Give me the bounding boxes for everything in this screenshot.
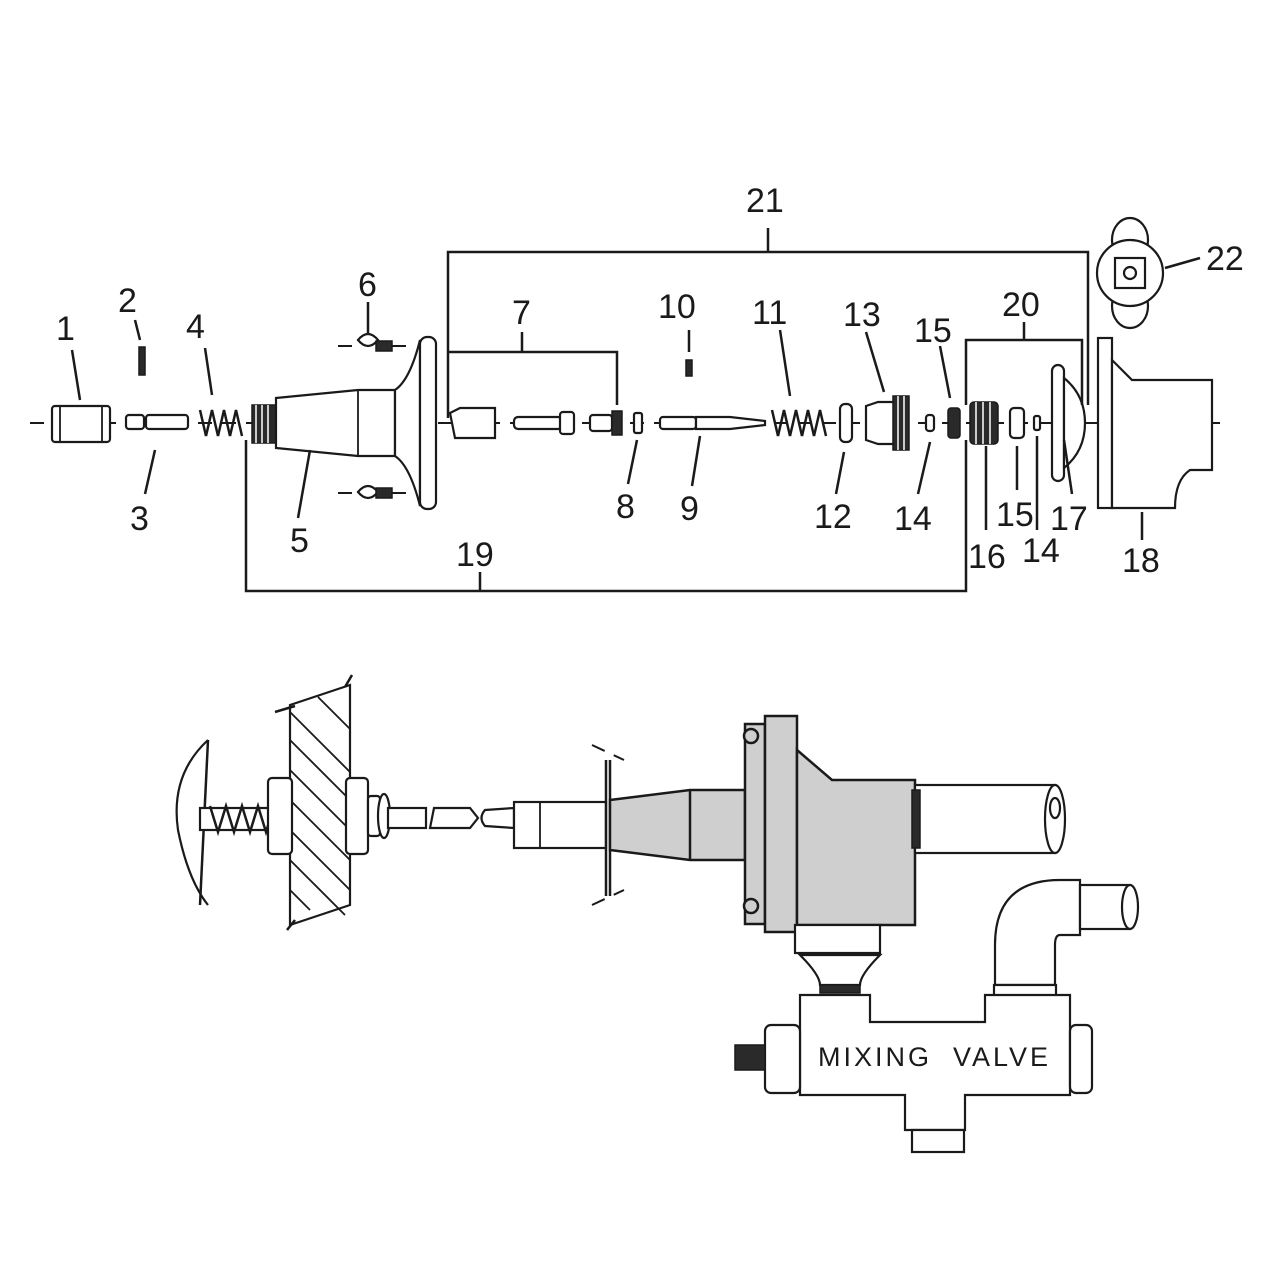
part-10-pin [685, 359, 693, 377]
callout-20: 20 [1002, 286, 1040, 324]
push-rod [386, 800, 608, 850]
callout-7: 7 [512, 294, 531, 332]
wall-nut-left [266, 776, 294, 856]
part-3-rod [124, 413, 190, 431]
part-18-valve-body [1096, 336, 1214, 510]
callout-22: 22 [1206, 240, 1244, 278]
callout-1: 1 [56, 310, 75, 348]
callout-5: 5 [290, 522, 309, 560]
part-4-spring [198, 409, 244, 437]
part-15-washer-b [1008, 406, 1026, 440]
callout-12: 12 [814, 498, 852, 536]
callout-3: 3 [130, 500, 149, 538]
part-6-screws [338, 332, 408, 500]
callout-14b: 14 [1022, 532, 1060, 570]
part-12-washer [838, 402, 854, 444]
part-2-pin [138, 346, 146, 376]
part-22-wing-handle [1095, 216, 1165, 330]
part-1-cap [50, 404, 112, 444]
callout-17: 17 [1050, 500, 1088, 538]
valve-body [742, 714, 917, 934]
callout-9: 9 [680, 490, 699, 528]
part-8-ring [632, 411, 644, 435]
bracket-lines [244, 228, 1090, 593]
callout-15a: 15 [914, 312, 952, 350]
installation-view: MIXING VALVE [175, 674, 1140, 1154]
part-17-diaphragm [1050, 363, 1087, 483]
part-14-oring-b [1032, 414, 1042, 432]
mixing-valve-connection [793, 923, 883, 994]
push-button-dome [175, 739, 209, 906]
valve-cone-housing [608, 788, 747, 862]
callout-4: 4 [186, 308, 205, 346]
part-5-housing [251, 335, 438, 511]
callout-19: 19 [456, 536, 494, 574]
mixing-valve-body: MIXING VALVE [734, 993, 1094, 1154]
callout-2: 2 [118, 282, 137, 320]
part-13-nut [864, 395, 910, 451]
callout-10: 10 [658, 288, 696, 326]
part-7-plunger-assembly [448, 406, 623, 440]
part-14-oring-a [924, 413, 936, 433]
outlet-pipe [911, 783, 1067, 855]
part-16-spring [969, 401, 999, 445]
wall-nut-right [344, 776, 370, 856]
callout-8: 8 [616, 488, 635, 526]
part-11-spring [770, 409, 828, 437]
leader-lines [70, 256, 1201, 540]
callout-16: 16 [968, 538, 1006, 576]
callout-18: 18 [1122, 542, 1160, 580]
callout-15b: 15 [996, 496, 1034, 534]
callout-labels: 1 2 3 4 5 6 7 8 9 10 11 12 13 14 15 16 1… [56, 182, 1244, 580]
callout-14a: 14 [894, 500, 932, 538]
elbow-pipe [992, 878, 1140, 999]
part-9-stem [658, 415, 767, 431]
callout-6: 6 [358, 266, 377, 304]
part-15-washer-a [947, 407, 961, 439]
callout-21: 21 [746, 182, 784, 220]
mixing-valve-label: MIXING VALVE [818, 1042, 1051, 1072]
callout-13: 13 [843, 296, 881, 334]
button-spring [198, 801, 282, 837]
exploded-view: 1 2 3 4 5 6 7 8 9 10 11 12 13 14 15 16 1… [30, 182, 1244, 593]
callout-11: 11 [752, 294, 787, 332]
